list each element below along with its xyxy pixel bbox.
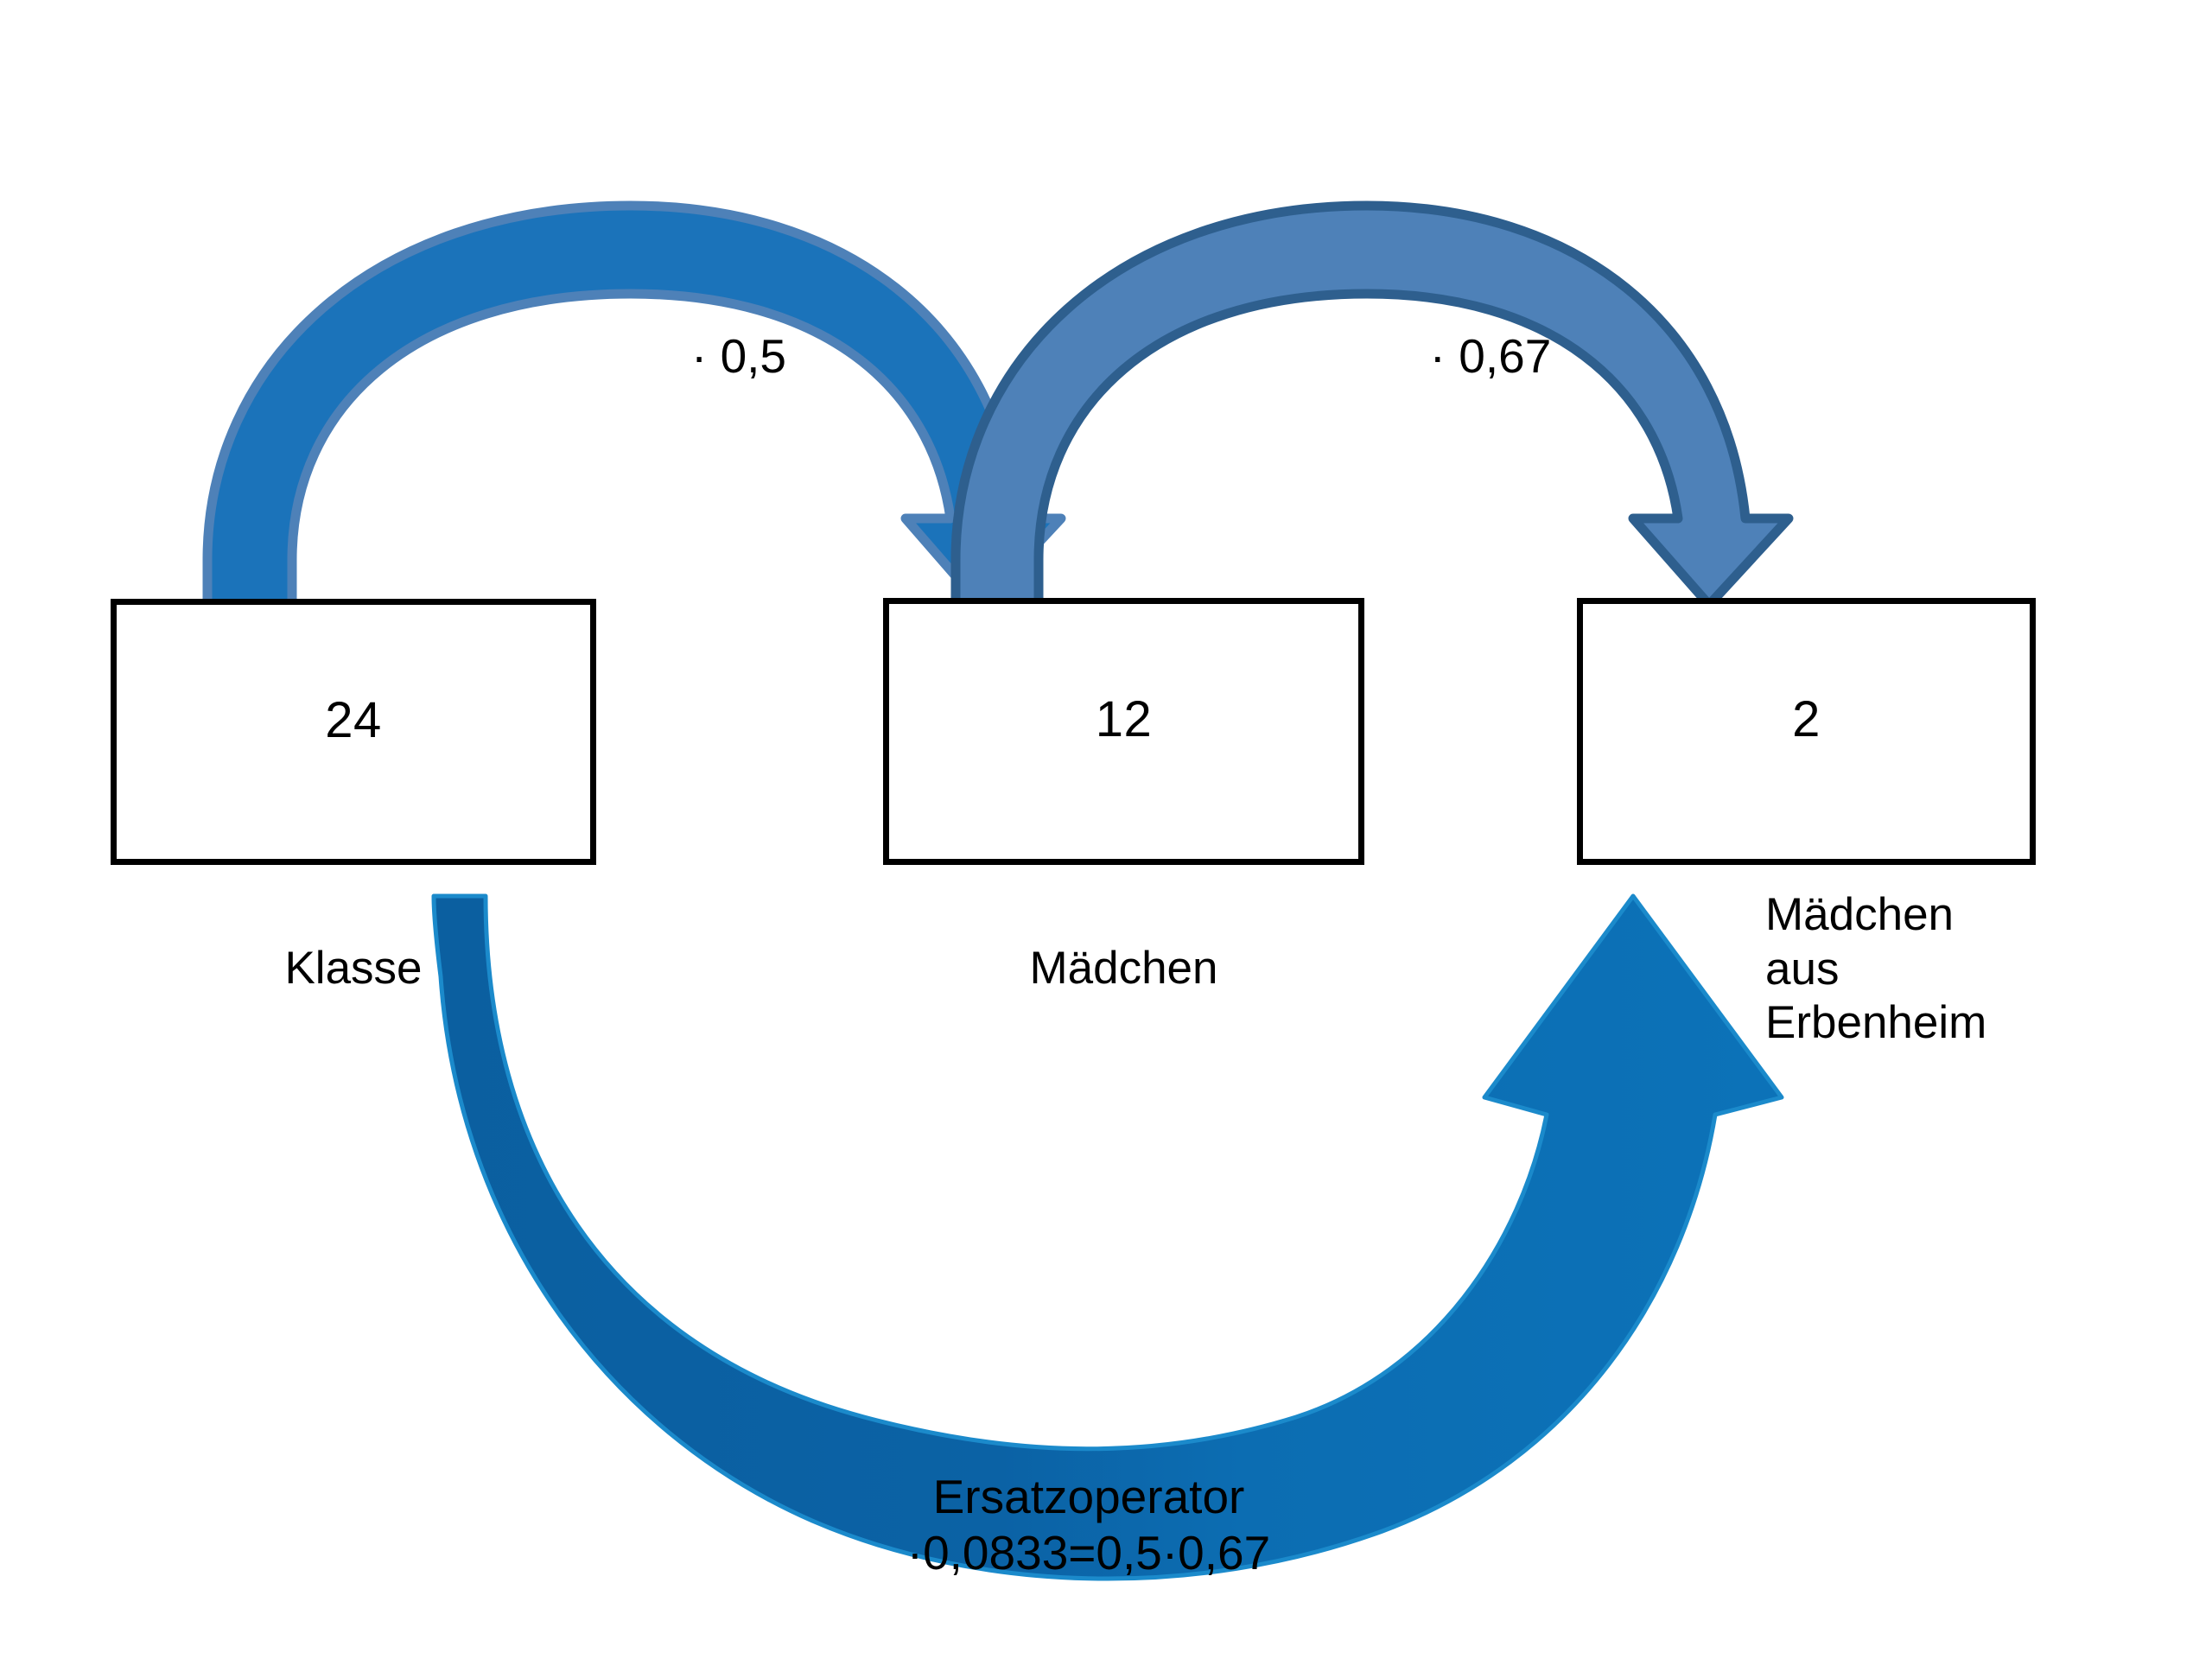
operator-label-second: · 0,67 <box>1429 329 1552 383</box>
operator-label-half: · 0,5 <box>690 329 787 383</box>
caption-maedchen: Mädchen <box>1029 943 1218 994</box>
value-box-erbenheim[interactable]: 2 <box>1577 598 2036 865</box>
caption-klasse: Klasse <box>284 943 423 994</box>
value-erbenheim: 2 <box>1792 691 1821 747</box>
value-klasse: 24 <box>325 692 382 748</box>
value-maedchen: 12 <box>1095 691 1153 747</box>
big-curved-arrow <box>431 893 1784 1581</box>
arc-arrow-half <box>202 200 1066 610</box>
caption-erbenheim: Mädchen aus Erbenheim <box>1765 889 1987 1049</box>
caption-ersatzoperator: Ersatzoperator ·0,0833=0,5·0,67 <box>906 1470 1271 1580</box>
value-box-klasse[interactable]: 24 <box>111 599 596 865</box>
arc-arrow-second <box>950 200 1794 610</box>
value-box-maedchen[interactable]: 12 <box>883 598 1364 865</box>
